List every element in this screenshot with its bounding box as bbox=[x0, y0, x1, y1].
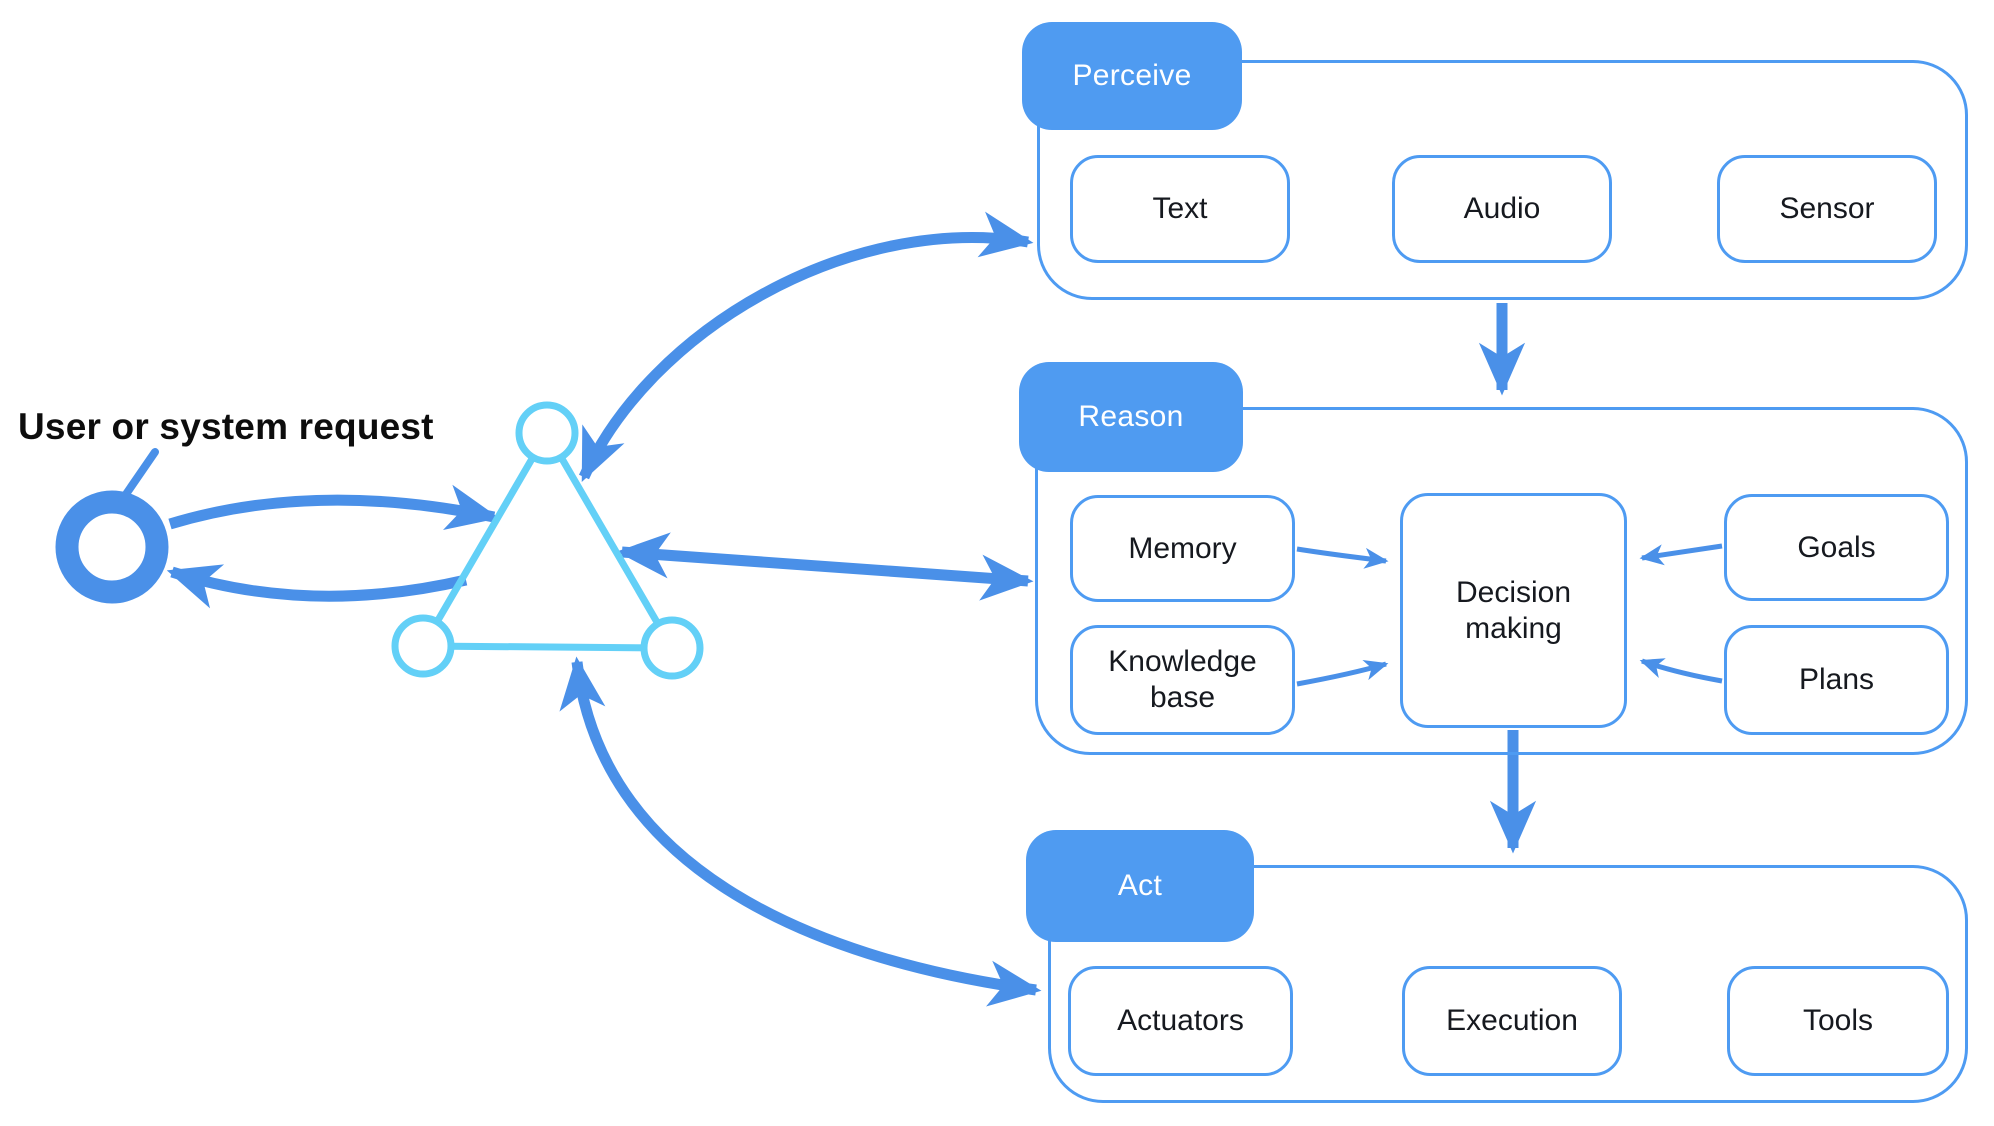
node-knowledge-base-label: Knowledge base bbox=[1108, 645, 1257, 714]
node-decision-making: Decision making bbox=[1400, 493, 1627, 728]
agent-to-request-arrow bbox=[166, 564, 468, 609]
node-text-label: Text bbox=[1152, 192, 1208, 225]
node-execution-label: Execution bbox=[1446, 1004, 1578, 1037]
perceive-container bbox=[1037, 60, 1968, 300]
act-label: Act bbox=[1117, 869, 1163, 902]
node-decision-making-label: Decision making bbox=[1455, 575, 1572, 645]
node-audio-label: Audio bbox=[1463, 192, 1541, 225]
perceive-label: Perceive bbox=[1072, 59, 1192, 92]
node-audio: Audio bbox=[1392, 155, 1612, 263]
node-goals: Goals bbox=[1724, 494, 1949, 601]
user-request-icon bbox=[55, 490, 169, 604]
reason-tab: Reason bbox=[1019, 362, 1243, 472]
node-plans-label: Plans bbox=[1798, 663, 1875, 696]
request-to-agent-arrow bbox=[168, 484, 500, 531]
node-actuators-label: Actuators bbox=[1117, 1004, 1244, 1037]
node-text: Text bbox=[1070, 155, 1290, 263]
agent-triangle-icon bbox=[391, 401, 704, 680]
act-container bbox=[1048, 865, 1968, 1103]
node-tools: Tools bbox=[1727, 966, 1949, 1076]
reason-container bbox=[1035, 407, 1968, 755]
node-sensor: Sensor bbox=[1717, 155, 1937, 263]
node-goals-label: Goals bbox=[1797, 530, 1876, 564]
perceive-tab: Perceive bbox=[1022, 22, 1242, 130]
node-knowledge-base: Knowledge base bbox=[1070, 625, 1295, 735]
node-memory-label: Memory bbox=[1128, 531, 1237, 565]
agent-act-arrow bbox=[559, 656, 1042, 1007]
act-tab: Act bbox=[1026, 830, 1254, 942]
node-execution: Execution bbox=[1402, 966, 1622, 1076]
agent-reason-arrow bbox=[616, 532, 1034, 601]
node-tools-label: Tools bbox=[1802, 1004, 1874, 1037]
node-plans: Plans bbox=[1724, 625, 1949, 735]
title-leader-line bbox=[118, 448, 159, 504]
reason-label: Reason bbox=[1078, 400, 1184, 433]
diagram-title: User or system request bbox=[18, 406, 434, 447]
node-sensor-label: Sensor bbox=[1779, 192, 1875, 225]
node-memory: Memory bbox=[1070, 495, 1295, 602]
node-actuators: Actuators bbox=[1068, 966, 1293, 1076]
agent-perceive-arrow bbox=[578, 211, 1034, 483]
